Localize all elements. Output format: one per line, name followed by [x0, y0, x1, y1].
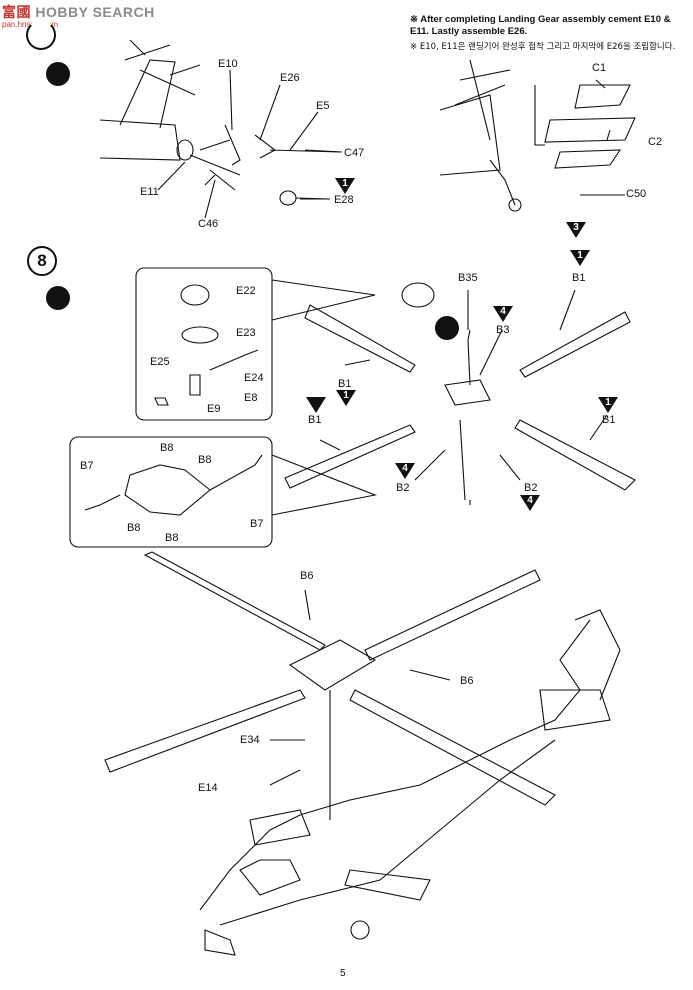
part-label-b8-botleft: B8 [127, 522, 141, 534]
part-label-b6-right: B6 [460, 675, 474, 687]
part-label-e14: E14 [198, 782, 218, 794]
callout-label-1b: 1 [577, 250, 583, 261]
triangle-callout-4a [493, 306, 513, 322]
part-label-b8-right: B8 [198, 454, 212, 466]
assembly-note-english: ※ After completing Landing Gear assembly… [410, 14, 671, 37]
part-label-b8-bot: B8 [165, 532, 179, 544]
part-label-e5: E5 [316, 100, 330, 112]
part-label-b7-right: B7 [250, 518, 264, 530]
callout-label-1d: 1 [605, 397, 611, 408]
step8-number: 8 [27, 246, 57, 276]
part-label-c1: C1 [592, 62, 607, 74]
triangle-callout-1e [598, 397, 618, 413]
step7-number-partial [26, 20, 56, 50]
watermark-brand-a: 富 [2, 4, 17, 20]
part-label-b8-top: B8 [160, 442, 174, 454]
glue-icon-step8 [46, 286, 70, 310]
watermark-brand-b: 國 [16, 4, 31, 20]
glue-icon-step7 [46, 62, 70, 86]
callout-label-4c: 4 [527, 495, 533, 506]
callout-label-1c: 1 [343, 390, 349, 401]
triangle-callout-1 [335, 178, 355, 194]
question-icon [435, 316, 459, 340]
rotor-cap-part [401, 282, 435, 308]
assembly-note-korean: ※ E10, E11은 랜딩기어 완성후 접착 그리고 마지막에 E26을 조립… [410, 42, 676, 52]
watermark-text: HOBBY SEARCH [35, 4, 155, 20]
triangle-callout-1c [336, 390, 356, 406]
part-label-b2-left: B2 [396, 482, 410, 494]
triangle-callout-3 [566, 222, 586, 238]
step7-left-fuselage [99, 39, 341, 206]
part-label-b1-top-right: B1 [572, 272, 586, 284]
callout-label-3: 3 [573, 222, 579, 233]
part-label-e24: E24 [244, 372, 264, 384]
page-number: 5 [340, 968, 346, 979]
part-label-b2-right: B2 [524, 482, 538, 494]
main-rotor-blades-exploded [284, 304, 636, 505]
part-label-e23: E23 [236, 327, 256, 339]
part-label-e25: E25 [150, 356, 170, 368]
triangle-callout-1d [306, 397, 326, 413]
part-label-e22: E22 [236, 285, 256, 297]
part-label-e8: E8 [244, 392, 258, 404]
part-label-e34: E34 [240, 734, 260, 746]
callout-label-1: 1 [342, 178, 348, 189]
part-label-b35: B35 [458, 272, 478, 284]
inset-rotor-hub-detail [135, 267, 273, 421]
callout-label-4b: 4 [402, 463, 408, 474]
part-label-e28: E28 [334, 194, 354, 206]
part-label-b1-left: B1 [338, 378, 352, 390]
triangle-callout-4b [395, 463, 415, 479]
part-label-e26: E26 [280, 72, 300, 84]
part-label-c2: C2 [648, 136, 663, 148]
watermark-logo: 富國 HOBBY SEARCH [2, 2, 155, 22]
callout-label-4a: 4 [500, 306, 506, 317]
part-label-c50: C50 [626, 188, 647, 200]
part-label-b3: B3 [496, 324, 510, 336]
part-label-e11: E11 [140, 186, 159, 198]
inset-swashplate-detail [69, 436, 273, 548]
helicopter-main-assembly [104, 551, 621, 956]
part-label-c46: C46 [198, 218, 219, 230]
part-label-b7-left: B7 [80, 460, 94, 472]
part-label-b6-top: B6 [300, 570, 314, 582]
part-label-c47: C47 [344, 147, 365, 159]
part-label-e9: E9 [207, 403, 221, 415]
triangle-callout-1b [570, 250, 590, 266]
part-label-b1-right: B1 [602, 414, 616, 426]
triangle-callout-4c [520, 495, 540, 511]
part-label-b1-left2: B1 [308, 414, 322, 426]
part-label-e10: E10 [218, 58, 238, 70]
